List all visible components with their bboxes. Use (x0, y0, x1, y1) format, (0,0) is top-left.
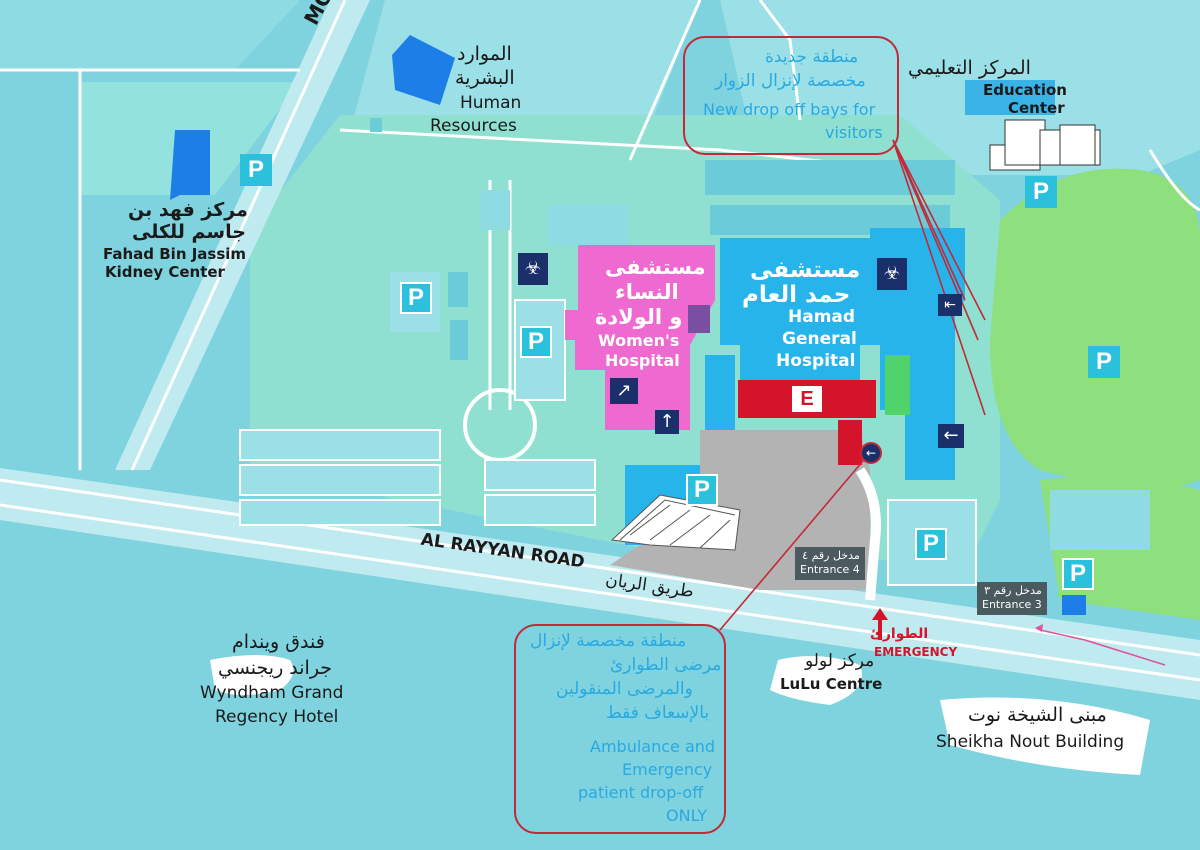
entrance-4-tag[interactable]: مدخل رقم ٤ Entrance 4 (795, 547, 865, 580)
kidney-building (170, 130, 210, 200)
mohammed-road (115, 0, 370, 470)
kidney-label-en-1: Fahad Bin Jassim (103, 245, 247, 263)
hamad-label-en-3: Hospital (776, 351, 856, 371)
parking-sign-bottom-right: P (1062, 558, 1094, 590)
emergency-sign: E (792, 386, 822, 412)
education-label-ar: المركز التعليمي (908, 57, 1031, 79)
nout-label-ar: مبنى الشيخة نوت (968, 704, 1107, 726)
note-ambulance-ar-3: والمرضى المنقولين (556, 679, 693, 699)
hamad-hospital (720, 228, 965, 480)
hamad-label-ar-2: حمد العام (742, 282, 851, 308)
parking-sign-right: P (915, 528, 947, 560)
hr-label-ar-1: الموارد (457, 43, 512, 65)
kidney-label-ar-2: جاسم للكلى (132, 221, 246, 243)
womens-label-ar-2: النساء (615, 280, 679, 304)
wyndham-label-en-1: Wyndham Grand (200, 683, 344, 703)
entrance-3-en: Entrance 3 (982, 598, 1042, 612)
wyndham-blob (210, 655, 294, 695)
parking-sign-left: P (400, 282, 432, 314)
note-ambulance-en-3: patient drop-off (578, 783, 704, 802)
mosque-icon-hamad: ☣ (877, 258, 907, 290)
entrance-3-ar: مدخل رقم ٣ (984, 584, 1042, 597)
note-visitors-en-1: New drop off bays for (703, 100, 876, 119)
note-visitors-drop-off: منطقة جديدة مخصصة لإنزال الزوار New drop… (683, 36, 899, 155)
hr-label-en-2: Resources (430, 116, 517, 136)
note-ambulance-ar-1: منطقة مخصصة لإنزال (530, 631, 687, 651)
parking-sign-hamad: P (686, 474, 718, 506)
arrow-up-icon: ↑ (655, 410, 679, 434)
arrow-left-icon-bottom: ← (938, 424, 964, 448)
womens-label-ar-1: مستشفى (605, 255, 706, 279)
plaza-building-sketch (610, 494, 741, 551)
lulu-label-ar: مركز لولو (805, 651, 875, 671)
note-ambulance-en-4: ONLY (666, 806, 708, 825)
womens-label-ar-3: و الولادة (595, 305, 683, 329)
education-label-en-2: Center (1008, 99, 1065, 117)
womens-hospital (565, 245, 715, 430)
note-visitors-en-2: visitors (825, 123, 883, 142)
parking-sign-park: P (1088, 346, 1120, 378)
arrow-circle-icon: ← (860, 442, 882, 464)
block-left-mid (0, 195, 215, 470)
wyndham-label-ar-2: جراند ريجنسي (218, 657, 333, 679)
wyndham-label-ar-1: فندق ويندام (232, 631, 325, 653)
nout-label-en: Sheikha Nout Building (936, 732, 1125, 752)
note-ambulance-ar-4: بالإسعاف فقط (606, 703, 710, 723)
womens-label-en-1: Women's (598, 331, 680, 350)
note-visitors-ar-1: منطقة جديدة (765, 47, 859, 67)
note-ambulance-drop-off: منطقة مخصصة لإنزال مرضى الطوارئ والمرضى … (514, 624, 726, 834)
block-top-left (0, 0, 300, 70)
entrance-3-tag[interactable]: مدخل رقم ٣ Entrance 3 (977, 582, 1047, 615)
note-ambulance-ar-2: مرضى الطوارئ (610, 655, 722, 675)
parking-sign-education: P (1025, 176, 1057, 208)
womens-label-en-2: Hospital (605, 351, 680, 370)
arrow-left-icon-top: ⇤ (938, 294, 962, 316)
hamad-label-en-2: General (782, 329, 857, 349)
mosque-icon-womens: ☣ (518, 253, 548, 285)
kidney-label-en-2: Kidney Center (105, 263, 225, 281)
arrow-up-right-icon: ↗ (610, 378, 638, 404)
emergency-label-en: EMERGENCY (874, 645, 958, 659)
kidney-label-ar-1: مركز فهد بن (128, 199, 248, 221)
education-label-en-1: Education (983, 81, 1067, 99)
hamad-label-en-1: Hamad (788, 307, 856, 327)
hr-label-ar-2: البشرية (455, 67, 515, 89)
block-hr (345, 0, 700, 150)
parking-sign-campus: P (520, 326, 552, 358)
entrance-4-ar: مدخل رقم ٤ (802, 549, 860, 562)
wyndham-label-en-2: Regency Hotel (215, 707, 339, 727)
note-visitors-ar-2: مخصصة لإنزال الزوار (715, 71, 866, 91)
nout-blob (940, 697, 1150, 775)
note-ambulance-en-2: Emergency (622, 760, 713, 779)
lulu-label-en: LuLu Centre (780, 675, 883, 693)
hr-label-en-1: Human (460, 93, 522, 113)
hr-building (392, 35, 455, 105)
park-right (990, 168, 1200, 489)
entrance-4-en: Entrance 4 (800, 563, 860, 577)
hamad-label-ar-1: مستشفى (750, 257, 861, 283)
note-ambulance-en-1: Ambulance and (590, 737, 716, 756)
parking-sign-kidney: P (240, 154, 272, 186)
education-building (989, 119, 1101, 171)
emergency-label-ar: الطوارئ (870, 626, 929, 642)
lulu-blob (770, 656, 862, 705)
